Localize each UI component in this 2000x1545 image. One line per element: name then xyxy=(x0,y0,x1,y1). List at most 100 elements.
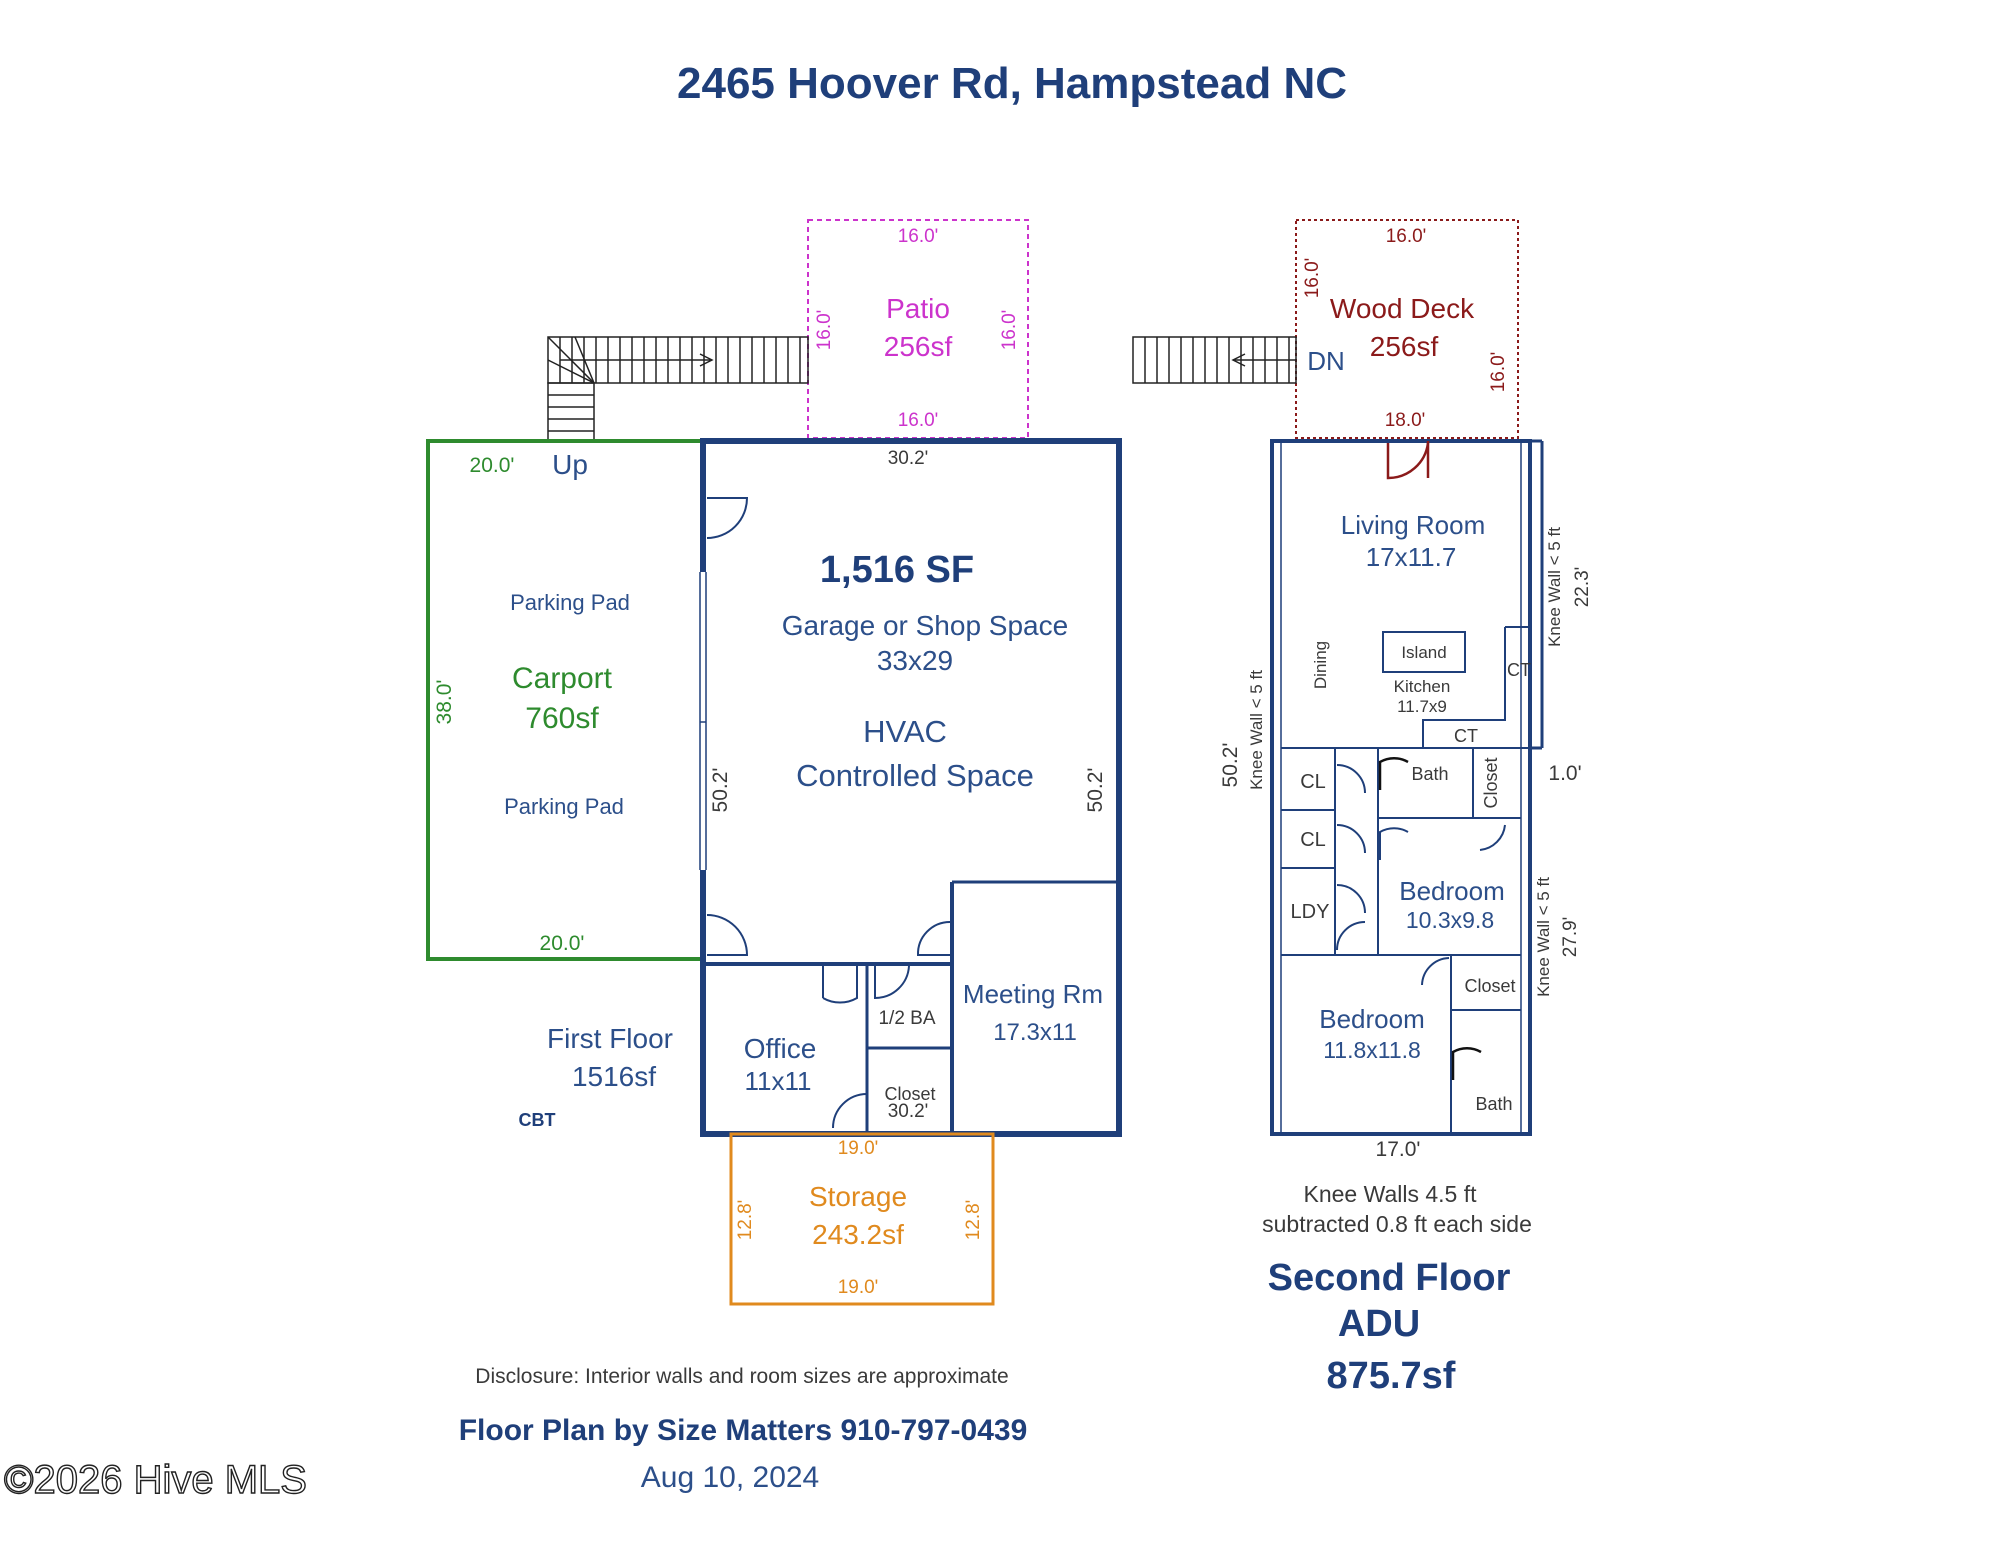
hvac-label: HVAC xyxy=(863,714,947,749)
door-swing xyxy=(706,914,749,956)
dining-label: Dining xyxy=(1311,641,1330,689)
page-title: 2465 Hoover Rd, Hampstead NC xyxy=(677,59,1347,108)
office-name: Office xyxy=(744,1033,817,1064)
carport-dim-side: 38.0' xyxy=(433,680,456,725)
first-floor-label: First Floor xyxy=(547,1023,673,1054)
patio-dim-right: 16.0' xyxy=(999,310,1020,351)
living-room-size: 17x11.7 xyxy=(1366,542,1457,572)
deck-dim-bottom: 18.0' xyxy=(1385,410,1426,431)
door-swing xyxy=(1378,757,1409,790)
deck-dim-right: 16.0' xyxy=(1488,352,1509,393)
second-floor-building xyxy=(1270,439,1544,1136)
cbt-label: CBT xyxy=(519,1110,556,1130)
closet-label: Closet xyxy=(884,1084,935,1104)
carport-pad-top: Parking Pad xyxy=(510,590,630,615)
door-swing xyxy=(1336,824,1366,854)
stairs-up-label: Up xyxy=(552,449,588,480)
kitchen-size: 11.7x9 xyxy=(1397,697,1447,716)
carport-pad-bottom: Parking Pad xyxy=(504,794,624,819)
island-outline xyxy=(1382,631,1466,673)
door-swing xyxy=(1379,827,1409,860)
wood-deck-outline xyxy=(1295,219,1519,439)
deck-dim-top: 16.0' xyxy=(1386,226,1427,247)
second-floor-area: 875.7sf xyxy=(1327,1355,1456,1397)
carport-outline xyxy=(426,439,705,961)
storage: 19.0' 19.0' 12.8' 12.8' Storage 243.2sf xyxy=(729,1132,995,1306)
laundry-label: LDY xyxy=(1291,901,1330,923)
closet1-label: CL xyxy=(1300,771,1326,793)
carport-area: 760sf xyxy=(525,702,599,735)
first-floor-dim-bottom: 30.2' xyxy=(888,1101,929,1122)
watermark: ©2026 Hive MLS xyxy=(4,1458,307,1502)
door-swing xyxy=(1386,442,1430,480)
counter-right-label: CT xyxy=(1507,660,1531,680)
patio-name: Patio xyxy=(886,293,950,324)
door-swing xyxy=(874,965,910,1000)
door-swing xyxy=(1336,764,1366,794)
stairs-first-floor xyxy=(547,336,809,442)
island-label: Island xyxy=(1401,643,1446,662)
patio-dim-bottom: 16.0' xyxy=(898,410,939,431)
storage-outline xyxy=(729,1132,995,1306)
stairs-second-floor xyxy=(1132,336,1297,384)
wood-deck: 16.0' 16.0' 16.0' 18.0' Wood Deck 256sf … xyxy=(1295,219,1519,439)
deck-name: Wood Deck xyxy=(1330,293,1475,324)
closet-lower-label: Closet xyxy=(1464,976,1515,996)
credit-text: Floor Plan by Size Matters 910-797-0439 xyxy=(459,1414,1028,1447)
bath-lower-label: Bath xyxy=(1475,1094,1512,1114)
deck-area: 256sf xyxy=(1370,331,1439,362)
first-floor-dim-left: 50.2' xyxy=(709,768,732,813)
garage-room-size: 33x29 xyxy=(877,645,953,676)
meeting-room-name: Meeting Rm xyxy=(963,979,1103,1009)
door-swing xyxy=(1479,824,1506,851)
kitchen-name: Kitchen xyxy=(1394,677,1451,696)
closet2-label: CL xyxy=(1300,829,1326,851)
total-square-footage: 1,516 SF xyxy=(820,549,974,591)
carport-name: Carport xyxy=(512,662,613,695)
office-size: 11x11 xyxy=(745,1066,812,1096)
bedroom2-size: 11.8x11.8 xyxy=(1323,1037,1421,1063)
living-room-name: Living Room xyxy=(1341,510,1486,540)
patio-outline xyxy=(807,219,1029,439)
bath-upper-label: Bath xyxy=(1411,764,1448,784)
adu-label: ADU xyxy=(1338,1303,1420,1345)
storage-dim-bottom: 19.0' xyxy=(838,1277,879,1298)
second-floor-dim-offset: 1.0' xyxy=(1548,762,1581,785)
half-bath-label: 1/2 BA xyxy=(878,1008,935,1029)
second-floor-dim-left: 50.2' xyxy=(1219,743,1242,788)
door-swing xyxy=(706,497,749,539)
disclosure-text: Disclosure: Interior walls and room size… xyxy=(475,1365,1008,1388)
knee-wall-note-2: subtracted 0.8 ft each side xyxy=(1262,1211,1532,1237)
knee-wall-left: Knee Wall < 5 ft xyxy=(1247,670,1266,790)
first-floor-dim-right: 50.2' xyxy=(1084,768,1107,813)
patio-area: 256sf xyxy=(884,331,953,362)
counter-bottom-label: CT xyxy=(1454,726,1478,746)
carport-dim-bottom: 20.0' xyxy=(540,932,585,955)
first-floor-dim-top: 30.2' xyxy=(888,448,929,469)
meeting-room-size: 17.3x11 xyxy=(993,1019,1077,1046)
knee-wall-right-lower: Knee Wall < 5 ft xyxy=(1534,877,1553,997)
stairs-dn-label: DN xyxy=(1307,346,1345,376)
bedroom1-size: 10.3x9.8 xyxy=(1406,907,1494,933)
storage-dim-left: 12.8' xyxy=(735,1200,756,1241)
door-swing xyxy=(1336,884,1366,914)
patio-dim-left: 16.0' xyxy=(814,310,835,351)
storage-dim-top: 19.0' xyxy=(838,1138,879,1159)
storage-name: Storage xyxy=(809,1181,907,1212)
door-swing xyxy=(1421,957,1450,986)
second-floor-dim-bottom: 17.0' xyxy=(1376,1138,1421,1161)
garage-room-name: Garage or Shop Space xyxy=(782,610,1068,641)
first-floor-area: 1516sf xyxy=(572,1061,656,1092)
door-swing xyxy=(1336,921,1366,951)
deck-dim-left: 16.0' xyxy=(1302,258,1323,299)
storage-dim-right: 12.8' xyxy=(963,1200,984,1241)
controlled-space-label: Controlled Space xyxy=(796,758,1034,793)
second-floor-dim-right-upper: 22.3' xyxy=(1572,567,1593,608)
door-swing xyxy=(916,921,951,956)
door-swing xyxy=(822,966,858,1004)
second-floor-label: Second Floor xyxy=(1268,1257,1511,1299)
patio: 16.0' 16.0' 16.0' 16.0' Patio 256sf xyxy=(807,219,1029,439)
patio-dim-top: 16.0' xyxy=(898,226,939,247)
bedroom2-name: Bedroom xyxy=(1319,1004,1425,1034)
